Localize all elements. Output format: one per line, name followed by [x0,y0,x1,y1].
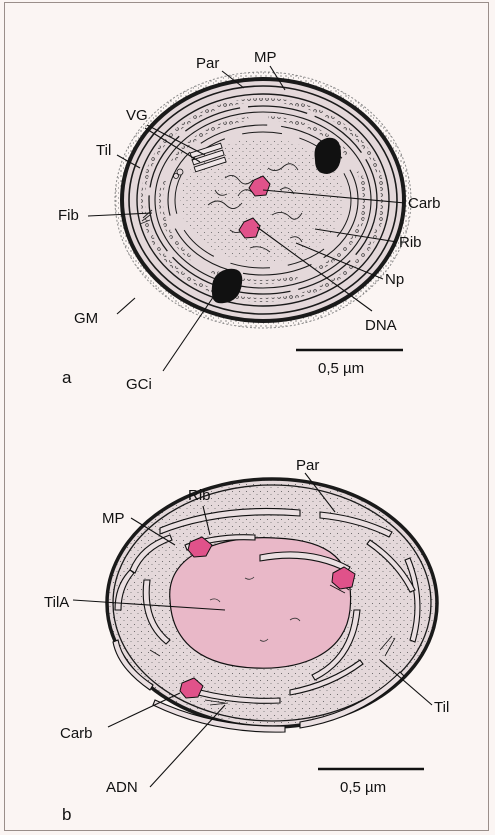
label-b-mp: MP [102,510,125,527]
label-b-adn: ADN [106,779,138,796]
label-a-gci: GCi [126,376,152,393]
label-a-til: Til [96,142,111,159]
label-a-fib: Fib [58,207,79,224]
scale-bar-label-b: 0,5 µm [340,779,386,796]
label-a-carb: Carb [408,195,441,212]
panel-b-diagram [73,473,437,787]
label-a-gm: GM [74,310,98,327]
label-a-dna: DNA [365,317,397,334]
panel-letter-b: b [62,805,71,824]
label-b-carb: Carb [60,725,93,742]
label-a-np: Np [385,271,404,288]
label-a-mp: MP [254,49,277,66]
glycogen-granule-upper [315,138,342,174]
label-b-rib: Rib [188,487,211,504]
label-a-rib: Rib [399,234,422,251]
panel-letter-a: a [62,368,72,387]
label-a-par: Par [196,55,219,72]
scale-bar-label-a: 0,5 µm [318,360,364,377]
label-b-tila: TilA [44,594,69,611]
label-a-vg: VG [126,107,148,124]
label-b-par: Par [296,457,319,474]
label-b-til: Til [434,699,449,716]
